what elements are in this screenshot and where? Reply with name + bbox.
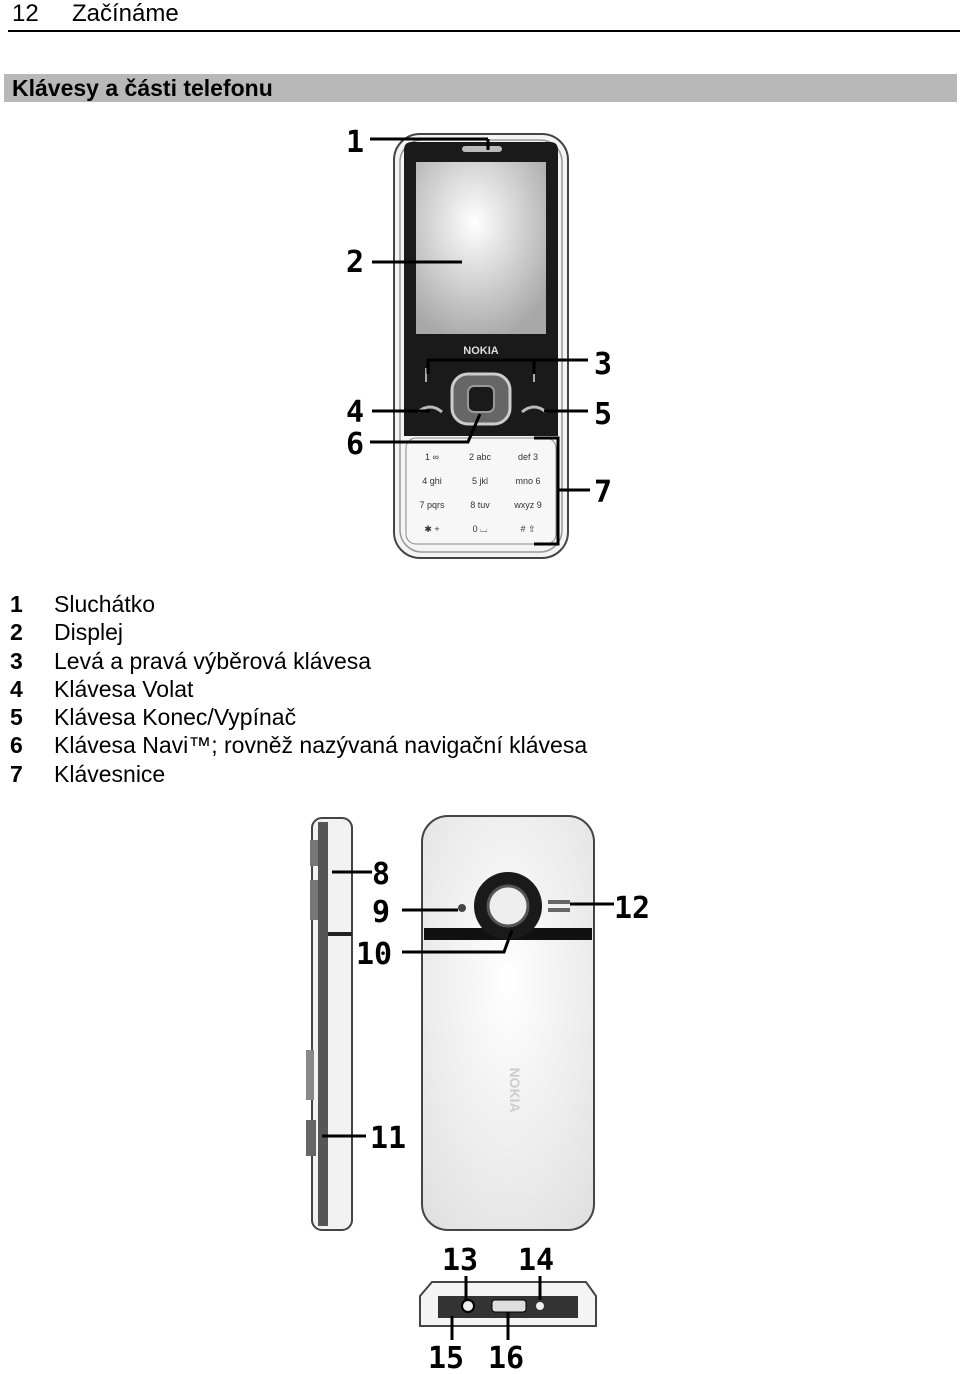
legend-item: 3 Levá a pravá výběrová klávesa xyxy=(10,647,587,675)
legend-number: 6 xyxy=(10,732,23,759)
callout-7: 7 xyxy=(594,475,612,510)
callout-11: 11 xyxy=(370,1121,406,1156)
keypad-key: wxyz 9 xyxy=(513,500,542,510)
keypad-key: # ⇧ xyxy=(520,524,535,534)
keypad-key: ✱ + xyxy=(424,524,439,534)
phone-side-view xyxy=(311,817,353,1231)
loudspeaker-icon xyxy=(548,900,570,904)
nokia-logo: NOKIA xyxy=(463,345,499,357)
page-header: 12 Začínáme xyxy=(8,0,960,32)
legend-text: Klávesa Konec/Vypínač xyxy=(54,704,297,731)
callout-12: 12 xyxy=(614,891,650,926)
keypad-key: 2 abc xyxy=(469,452,492,462)
legend-number: 4 xyxy=(10,675,23,702)
legend-item: 6 Klávesa Navi™; rovněž nazývaná navigačn… xyxy=(10,731,587,759)
earpiece-icon xyxy=(462,146,502,152)
callout-6: 6 xyxy=(346,427,364,462)
front-parts-legend: 1 Sluchátko 2 Displej 3 Levá a pravá výběro… xyxy=(10,590,587,788)
legend-text: Levá a pravá výběrová klávesa xyxy=(54,647,372,674)
legend-number: 3 xyxy=(10,647,23,674)
charger-connector-icon xyxy=(461,1299,475,1313)
chapter-title: Začínáme xyxy=(72,0,179,27)
keypad-key: 1 ∞ xyxy=(425,452,439,462)
phone-back-view xyxy=(421,815,595,1231)
callout-4: 4 xyxy=(346,395,364,430)
display-screen xyxy=(416,162,546,334)
legend-item: 1 Sluchátko xyxy=(10,590,587,618)
section-heading: Klávesy a části telefonu xyxy=(4,74,957,102)
camera-key xyxy=(306,1120,316,1156)
camera-lens-icon xyxy=(486,884,530,928)
legend-number: 5 xyxy=(10,704,23,731)
keypad-key: mno 6 xyxy=(515,476,540,486)
callout-3: 3 xyxy=(594,347,612,382)
callout-9: 9 xyxy=(372,895,390,930)
camera-module xyxy=(474,872,542,940)
keypad-key: 4 ghi xyxy=(422,476,442,486)
navi-center-key xyxy=(467,385,495,413)
keypad-key: 5 jkl xyxy=(472,476,488,486)
phone-bottom-view xyxy=(419,1281,597,1327)
keypad-grid: 1 ∞ 2 abc def 3 4 ghi 5 jkl mno 6 7 pqrs 8 tuv w… xyxy=(419,452,541,534)
legend-number: 1 xyxy=(10,591,23,617)
legend-number: 7 xyxy=(10,760,23,787)
keypad-key: 7 pqrs xyxy=(419,500,445,510)
phone-front-diagram: NOKIA 1 ∞ 2 abc def 3 4 ghi 5 jkl mno 6 7 pqrs… xyxy=(346,125,612,559)
legend-text: Klávesa Navi™; rovněž nazývaná navigační… xyxy=(54,732,588,759)
legend-text: Sluchátko xyxy=(54,591,156,617)
callout-10: 10 xyxy=(356,937,392,972)
callout-8: 8 xyxy=(372,857,390,892)
callout-14: 14 xyxy=(518,1243,554,1278)
headset-connector-icon xyxy=(536,1302,544,1310)
back-nokia-logo: NOKIA xyxy=(507,1067,523,1112)
keypad-key: 8 tuv xyxy=(470,500,490,510)
usb-connector-icon xyxy=(491,1299,527,1313)
legend-item: 2 Displej xyxy=(10,618,587,646)
side-button xyxy=(306,1050,314,1100)
legend-text: Displej xyxy=(54,619,124,646)
end-key-icon xyxy=(521,405,547,414)
legend-item: 5 Klávesa Konec/Vypínač xyxy=(10,703,587,731)
camera-flash-icon xyxy=(458,904,466,912)
legend-text: Klávesnice xyxy=(54,760,166,787)
callout-2: 2 xyxy=(346,245,364,280)
callout-13: 13 xyxy=(442,1243,478,1278)
side-button xyxy=(310,840,318,866)
legend-item: 4 Klávesa Volat xyxy=(10,675,587,703)
legend-text: Klávesa Volat xyxy=(54,675,194,702)
page-number: 12 xyxy=(12,0,39,27)
callout-16: 16 xyxy=(488,1341,524,1374)
side-button xyxy=(310,880,318,920)
legend-number: 2 xyxy=(10,619,23,646)
callout-5: 5 xyxy=(594,397,612,432)
keypad-key: 0 ⌴ xyxy=(473,524,488,534)
callout-1: 1 xyxy=(346,125,364,160)
keypad-key: def 3 xyxy=(518,452,538,462)
callout-15: 15 xyxy=(428,1341,464,1374)
legend-item: 7 Klávesnice xyxy=(10,760,587,788)
